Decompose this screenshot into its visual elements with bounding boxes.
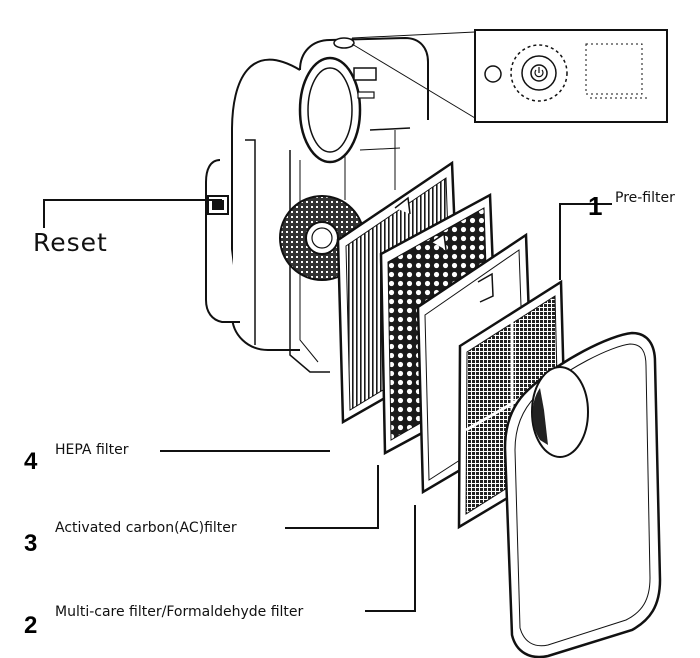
purifier-body: [205, 36, 429, 373]
callout-lines: [43, 199, 612, 612]
reset-label: Reset: [33, 228, 108, 257]
pre-filter-number: 1: [588, 191, 603, 221]
multi-care-filter-number: 2: [24, 612, 38, 639]
multi-care-filter-label: Multi-care filter/Formaldehyde filter: [55, 604, 304, 620]
pre-filter-label: Pre-filter: [615, 190, 675, 206]
hepa-filter-number: 4: [24, 448, 38, 475]
power-icon: [534, 67, 544, 78]
activated-carbon-filter-number: 3: [24, 530, 38, 557]
activated-carbon-filter-label: Activated carbon(AC)filter: [55, 520, 237, 536]
front-cover: [503, 331, 662, 658]
control-panel-inset: [351, 29, 668, 123]
hepa-filter-label: HEPA filter: [55, 442, 129, 458]
